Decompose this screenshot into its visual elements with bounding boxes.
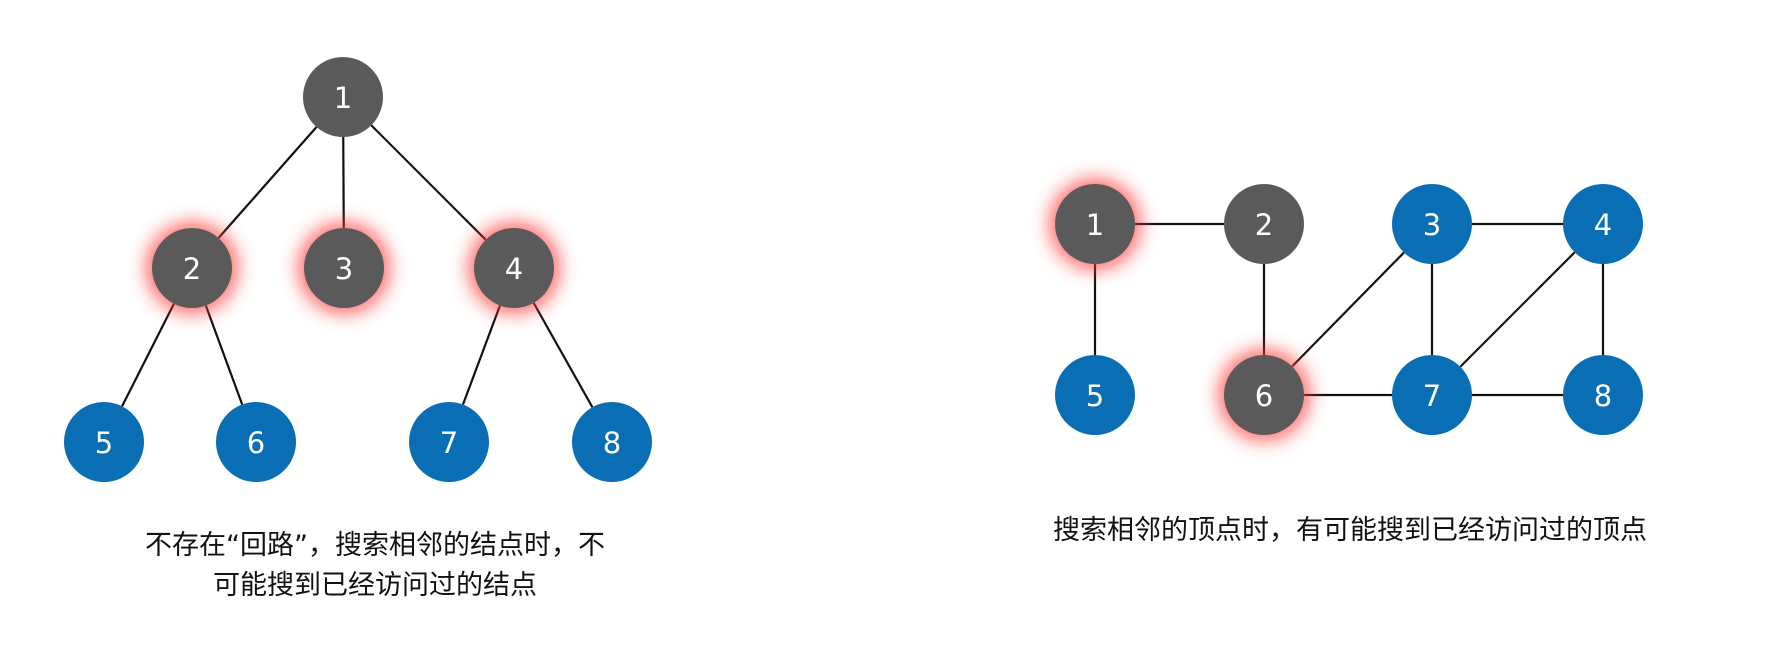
graph-node-1: 1 (1055, 184, 1135, 264)
tree-node-1-circle (303, 57, 383, 137)
graph-node-7: 7 (1392, 355, 1472, 435)
graph-node-3-label: 3 (1423, 208, 1441, 242)
graph-node-7-circle (1392, 355, 1472, 435)
graph-node-7-label: 7 (1423, 379, 1441, 413)
graph-node-2: 2 (1224, 184, 1304, 264)
tree-node-1: 1 (303, 57, 383, 137)
tree-node-2: 2 (152, 228, 232, 308)
tree-node-2-label: 2 (183, 252, 201, 286)
tree-node-6: 6 (216, 402, 296, 482)
tree-edge-4-7 (461, 305, 502, 405)
tree-node-8-circle (572, 402, 652, 482)
tree-node-8-label: 8 (603, 426, 621, 460)
tree-caption-line-1: 不存在“回路”，搜索相邻的结点时，不 (145, 530, 605, 561)
tree-edge-1-4 (370, 124, 487, 241)
tree-node-4-circle (474, 228, 554, 308)
tree-node-5: 5 (64, 402, 144, 482)
graph-diagram: 1 2 3 4 5 6 7 8 (1049, 178, 1643, 441)
tree-node-7-label: 7 (440, 426, 458, 460)
graph-node-8-circle (1563, 355, 1643, 435)
tree-node-6-label: 6 (247, 426, 265, 460)
tree-node-7: 7 (409, 402, 489, 482)
graph-node-1-label: 1 (1086, 208, 1104, 242)
graph-node-6: 6 (1224, 355, 1304, 435)
graph-node-5: 5 (1055, 355, 1135, 435)
graph-node-4-circle (1563, 184, 1643, 264)
tree-nodes: 1 2 3 4 5 6 7 8 (64, 57, 652, 482)
tree-caption: 不存在“回路”，搜索相邻的结点时，不 可能搜到已经访问过的结点 (100, 526, 650, 606)
graph-node-2-label: 2 (1255, 208, 1273, 242)
tree-edge-2-5 (121, 303, 175, 407)
graph-edge-4-7 (1459, 251, 1576, 368)
tree-edge-4-8 (532, 302, 594, 408)
tree-node-1-label: 1 (334, 81, 352, 115)
graph-node-1-circle (1055, 184, 1135, 264)
tree-node-3-label: 3 (335, 252, 353, 286)
graph-node-6-label: 6 (1255, 379, 1273, 413)
graph-node-8: 8 (1563, 355, 1643, 435)
tree-node-6-circle (216, 402, 296, 482)
graph-node-5-label: 5 (1086, 379, 1104, 413)
graph-edge-3-6 (1291, 251, 1405, 368)
graph-node-8-label: 8 (1594, 379, 1612, 413)
tree-diagram: 1 2 3 4 5 6 7 8 (64, 57, 652, 482)
graph-node-6-circle (1224, 355, 1304, 435)
tree-caption-line-2: 可能搜到已经访问过的结点 (213, 570, 537, 601)
tree-edge-1-2 (217, 126, 318, 239)
tree-edge-1-3 (342, 136, 345, 229)
tree-node-5-label: 5 (95, 426, 113, 460)
tree-node-8: 8 (572, 402, 652, 482)
tree-edge-2-6 (204, 305, 244, 405)
tree-node-3: 3 (304, 228, 384, 308)
graph-node-3-circle (1392, 184, 1472, 264)
graph-node-2-circle (1224, 184, 1304, 264)
tree-node-4-label: 4 (505, 252, 523, 286)
tree-node-3-circle (304, 228, 384, 308)
graph-node-4-label: 4 (1594, 208, 1612, 242)
tree-node-4: 4 (474, 228, 554, 308)
tree-node-7-circle (409, 402, 489, 482)
tree-node-2-circle (152, 228, 232, 308)
graph-node-5-circle (1055, 355, 1135, 435)
tree-edges (121, 124, 594, 408)
graph-node-4: 4 (1563, 184, 1643, 264)
graph-nodes: 1 2 3 4 5 6 7 8 (1055, 184, 1643, 435)
graph-node-3: 3 (1392, 184, 1472, 264)
tree-node-5-circle (64, 402, 144, 482)
graph-caption: 搜索相邻的顶点时，有可能搜到已经访问过的顶点 (1053, 515, 1647, 546)
graph-edges (1093, 222, 1605, 397)
